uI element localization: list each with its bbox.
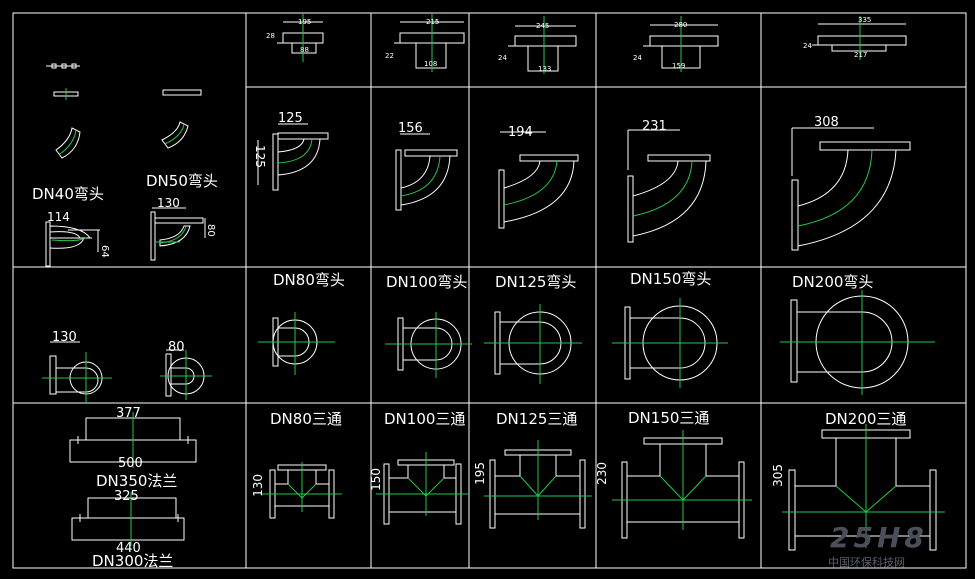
elbow-side-dim: 125 <box>253 145 267 168</box>
top-dim-side-1: 28 <box>266 32 275 40</box>
top-detail-4 <box>643 16 719 72</box>
small-elbow-label-dn40: DN40弯头 <box>32 185 104 203</box>
elbow-label-dn200: DN200弯头 <box>792 273 873 291</box>
top-detail-2 <box>394 14 465 72</box>
tee-dim-dn200: 305 <box>771 464 785 487</box>
top-dim-bottom-2: 108 <box>424 60 437 68</box>
top-dim-top-2: 215 <box>426 18 439 26</box>
small-elbow-dim-w-dn50: 130 <box>157 196 180 210</box>
tee-dim-dn125: 195 <box>473 462 487 485</box>
top-detail-1 <box>277 14 324 62</box>
top-dim-bottom-5: 217 <box>854 51 867 59</box>
top-detail-3 <box>508 16 577 74</box>
top-dim-side-2: 22 <box>385 52 394 60</box>
small-parts <box>45 63 206 267</box>
elbow-dim-4: 231 <box>642 119 667 134</box>
flange-inner-dim-dn300: 325 <box>114 489 139 504</box>
top-dim-top-3: 245 <box>536 22 549 30</box>
top-dim-side-4: 24 <box>633 54 642 62</box>
tee-dim-dn100: 150 <box>369 468 383 491</box>
top-dim-top-4: 280 <box>674 21 687 29</box>
small-elbow-dim-h-dn40: 64 <box>99 245 110 258</box>
small-front-dim-2: 80 <box>168 340 185 355</box>
top-dim-bottom-3: 133 <box>538 65 551 73</box>
flange-outer-dim-dn350: 500 <box>118 456 143 471</box>
elbow-label-dn150: DN150弯头 <box>630 270 711 288</box>
top-dim-bottom-1: 88 <box>300 46 309 54</box>
tee-drawings <box>262 424 945 551</box>
elbow-front-views <box>42 290 935 404</box>
side-elbows <box>257 123 911 251</box>
elbow-label-dn100: DN100弯头 <box>386 273 467 291</box>
tee-label-dn200: DN200三通 <box>825 410 906 428</box>
flange-label-dn300: DN300法兰 <box>92 552 173 570</box>
tee-dim-dn80: 130 <box>251 474 265 497</box>
tee-label-dn125: DN125三通 <box>496 410 577 428</box>
top-dim-top-5: 335 <box>858 16 871 24</box>
flange-inner-dim-dn350: 377 <box>116 406 141 421</box>
watermark-logo: 25H8 <box>830 521 928 554</box>
elbow-dim-5: 308 <box>814 115 839 130</box>
top-dim-bottom-4: 159 <box>672 62 685 70</box>
elbow-label-dn80: DN80弯头 <box>273 271 345 289</box>
tee-dim-dn150: 230 <box>595 462 609 485</box>
top-detail-5 <box>812 16 907 60</box>
elbow-dim-3: 194 <box>508 125 533 140</box>
small-elbow-label-dn50: DN50弯头 <box>146 172 218 190</box>
tee-label-dn100: DN100三通 <box>384 410 465 428</box>
elbow-dim-1: 125 <box>278 111 303 126</box>
small-elbow-dim-w-dn40: 114 <box>47 210 70 224</box>
flange-label-dn350: DN350法兰 <box>96 472 177 490</box>
small-front-dim-1: 130 <box>52 330 77 345</box>
elbow-dim-2: 156 <box>398 121 423 136</box>
watermark-text: 中国环保科技网 <box>828 555 905 569</box>
tee-label-dn150: DN150三通 <box>628 409 709 427</box>
elbow-label-dn125: DN125弯头 <box>495 273 576 291</box>
grid-lines <box>12 12 967 569</box>
small-elbow-dim-h-dn50: 80 <box>205 224 216 237</box>
top-dim-top-1: 195 <box>298 18 311 26</box>
flange-outer-dim-dn300: 440 <box>116 541 141 556</box>
top-dim-side-3: 24 <box>498 54 507 62</box>
top-dim-side-5: 24 <box>803 42 812 50</box>
tee-label-dn80: DN80三通 <box>270 410 342 428</box>
flange-drawings <box>69 412 197 546</box>
